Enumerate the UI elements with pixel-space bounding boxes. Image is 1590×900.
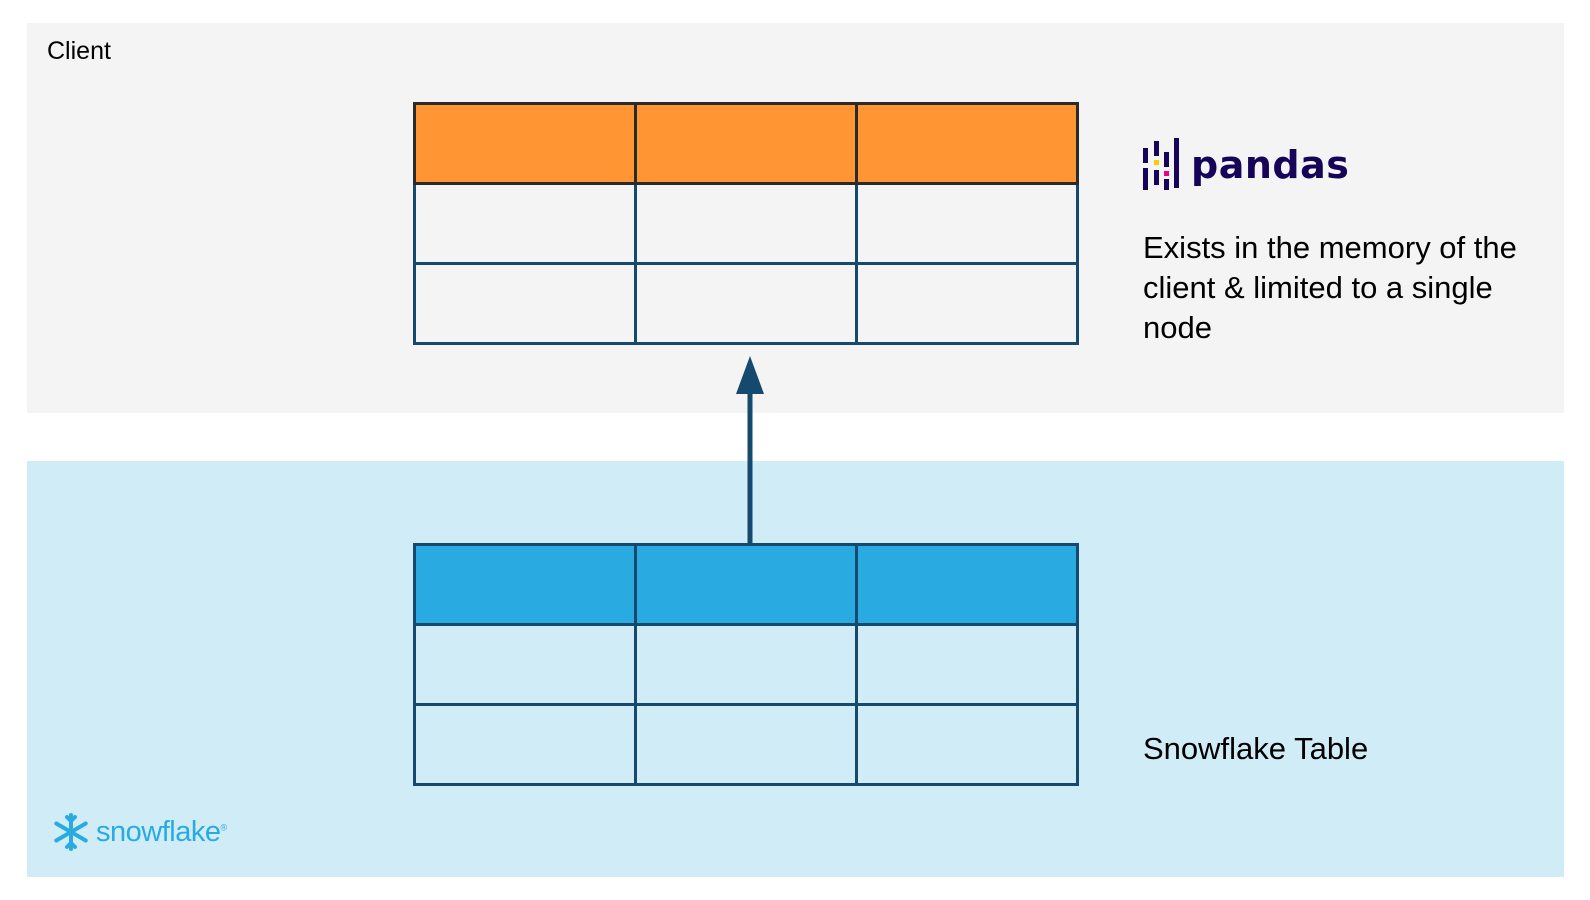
snowflake-header-cell [634, 543, 858, 626]
snowflake-cell [855, 703, 1079, 786]
snowflake-logo-icon [54, 813, 88, 851]
snowflake-table-label: Snowflake Table [1143, 731, 1369, 766]
registered-mark: ® [220, 821, 227, 832]
pandas-logo-icon [1143, 138, 1179, 190]
snowflake-cell [634, 623, 858, 706]
pandas-description: Exists in the memory of the client & lim… [1143, 230, 1517, 345]
pandas-cell [634, 262, 858, 345]
pandas-cell [855, 182, 1079, 265]
pandas-logo: pandas [1143, 138, 1349, 192]
snowflake-logo-word: snowflake [96, 815, 221, 848]
pandas-cell [413, 182, 637, 265]
snowflake-header-cell [413, 543, 637, 626]
pandas-cell [634, 182, 858, 265]
snowflake-logo: snowflake® [51, 812, 227, 852]
snowflake-table-row [413, 703, 1079, 786]
snowflake-cell [413, 623, 637, 706]
pandas-logo-text: pandas [1191, 143, 1350, 187]
arrow-head [736, 356, 764, 394]
snowflake-cell [855, 623, 1079, 706]
pandas-header-cell [855, 102, 1079, 185]
arrow-shaft [747, 392, 753, 544]
snowflake-header-cell [855, 543, 1079, 626]
pandas-cell [413, 262, 637, 345]
snowflake-table [413, 543, 1079, 786]
snowflake-table-header-row [413, 543, 1079, 626]
snowflake-cell [413, 703, 637, 786]
pandas-table-row [413, 262, 1079, 345]
up-arrow-icon [736, 356, 764, 544]
pandas-table-header-row [413, 102, 1079, 185]
snowflake-table-row [413, 623, 1079, 706]
snowflake-cell [634, 703, 858, 786]
pandas-header-cell [413, 102, 637, 185]
pandas-header-cell [634, 102, 858, 185]
pandas-table-row [413, 182, 1079, 265]
pandas-dataframe-table [413, 102, 1079, 345]
client-label: Client [47, 37, 111, 65]
pandas-cell [855, 262, 1079, 345]
snowflake-logo-text: snowflake® [96, 816, 227, 849]
